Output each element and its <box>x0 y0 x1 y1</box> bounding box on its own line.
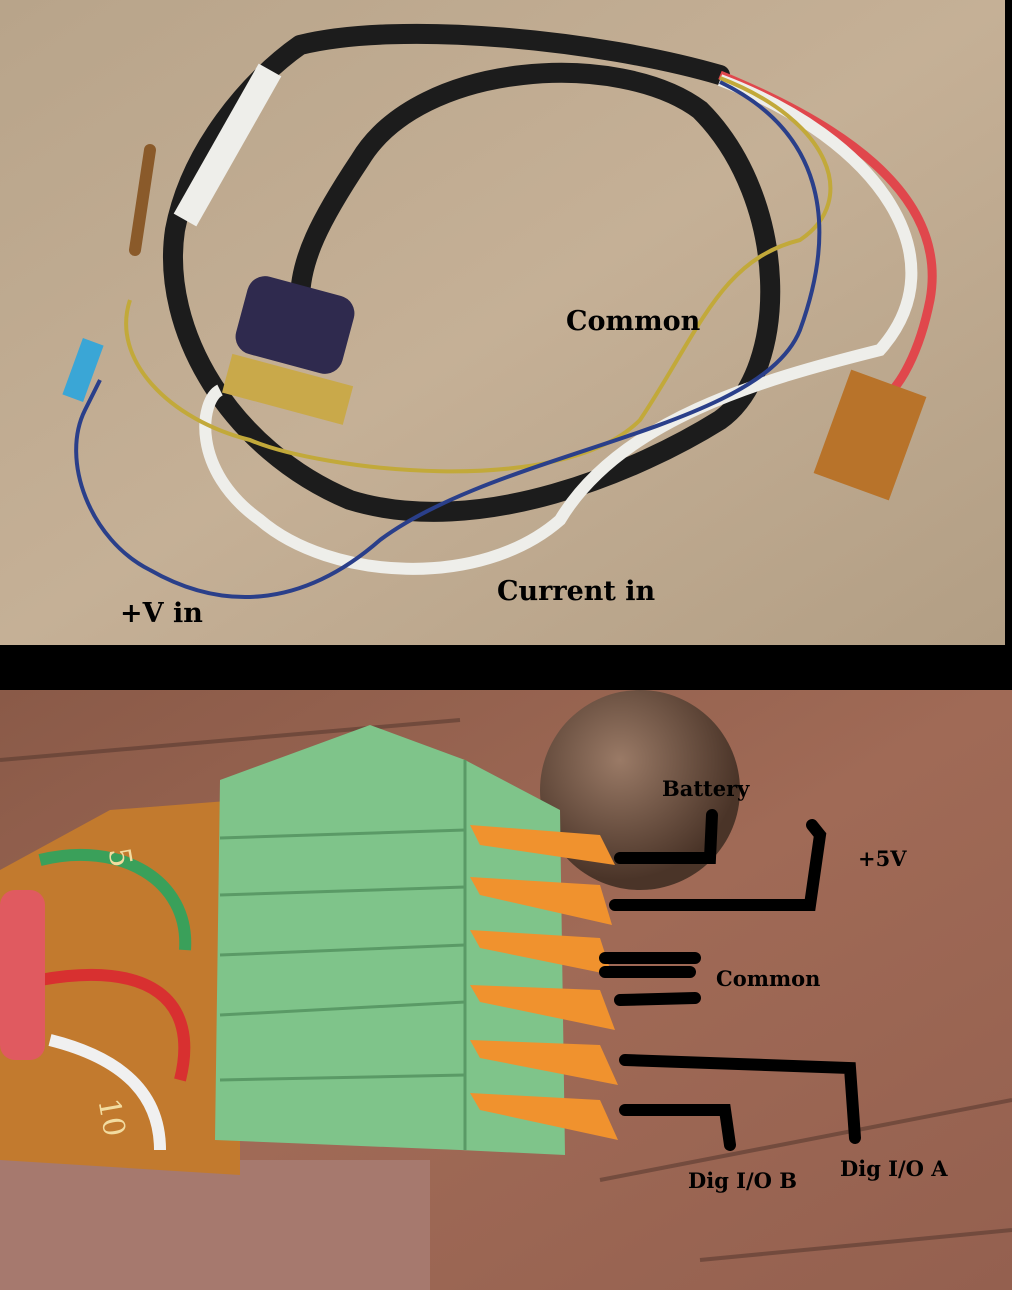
orange-release-tabs <box>470 825 618 1140</box>
label-common-bottom: Common <box>716 966 821 991</box>
label-current-in: Current in <box>497 576 656 607</box>
perfboard <box>0 800 240 1175</box>
blue-wire <box>74 80 822 599</box>
yellow-wire <box>124 76 833 474</box>
label-common-top: Common <box>566 306 701 337</box>
label-battery: Battery <box>662 776 750 801</box>
cable-photo <box>0 0 1005 645</box>
db25-connector <box>235 276 355 374</box>
pcb-adapter <box>813 369 927 501</box>
white-wire <box>199 74 918 575</box>
label-plus-5v: +5V <box>858 846 907 871</box>
banana-plug <box>129 144 156 256</box>
white-tape <box>173 63 282 227</box>
label-dig-io-a: Dig I/O A <box>840 1156 948 1181</box>
label-dig-io-b: Dig I/O B <box>688 1168 798 1193</box>
terminal-block-photo <box>0 690 1012 1290</box>
board-number-10: 10 <box>90 1095 132 1140</box>
terminal-dividers <box>219 760 467 1150</box>
label-v-in: +V in <box>120 598 203 629</box>
black-cable <box>163 23 781 522</box>
marker-lines <box>599 809 861 1151</box>
